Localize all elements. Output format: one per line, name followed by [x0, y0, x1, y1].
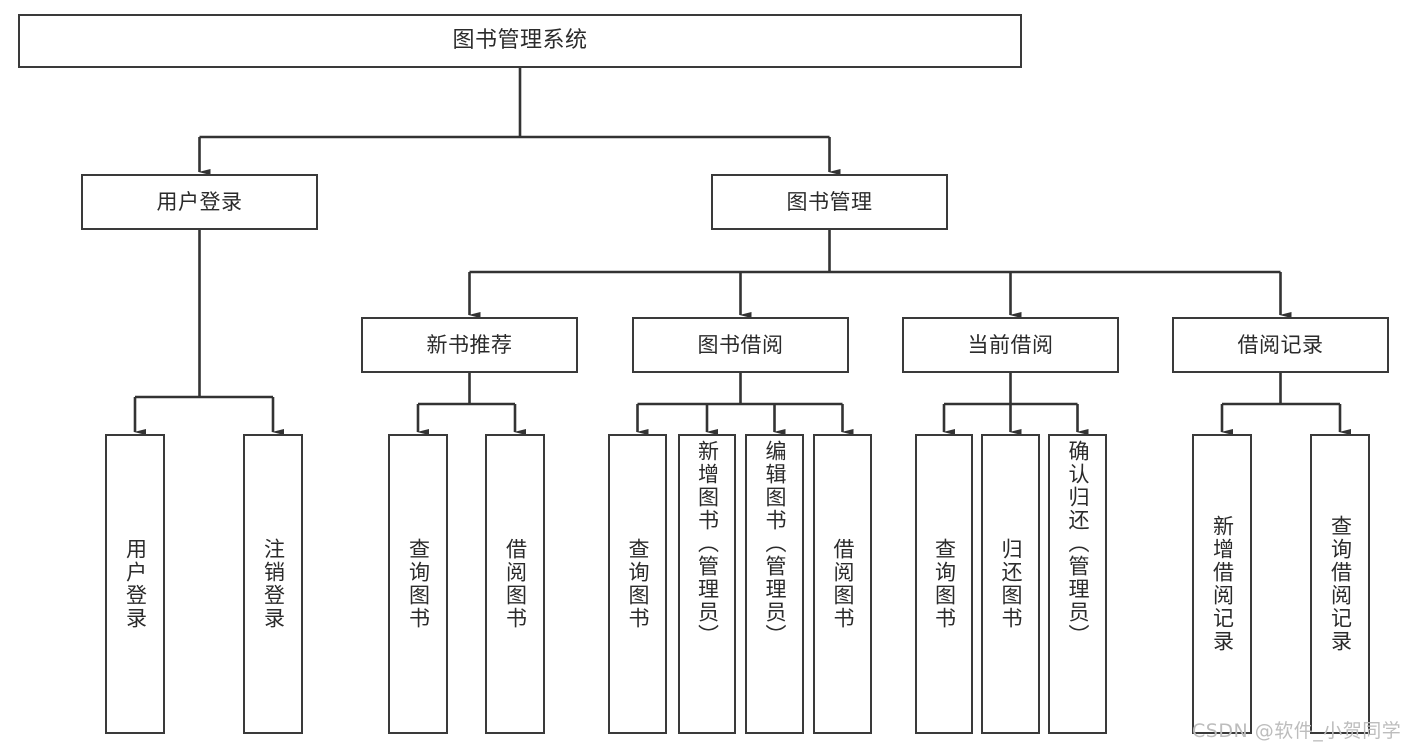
node-leaf-confirm-return[interactable]: 确认归还（管理员）: [1048, 434, 1107, 734]
node-label: 图书借阅: [697, 332, 784, 357]
node-leaf-query-book-1[interactable]: 查询图书: [388, 434, 448, 734]
node-label: 查询图书: [626, 538, 650, 630]
node-label: 注销登录: [261, 538, 286, 630]
node-label: 用户登录: [156, 189, 243, 214]
node-leaf-add-borrow-record[interactable]: 新增借阅记录: [1192, 434, 1252, 734]
node-label: 图书管理: [786, 189, 873, 214]
node-leaf-query-book-2[interactable]: 查询图书: [608, 434, 667, 734]
node-label: 编辑图书（管理员）: [763, 440, 787, 647]
node-user-login[interactable]: 用户登录: [81, 174, 318, 230]
node-leaf-query-borrow-record[interactable]: 查询借阅记录: [1310, 434, 1370, 734]
node-leaf-return-book[interactable]: 归还图书: [981, 434, 1040, 734]
node-borrow-record[interactable]: 借阅记录: [1172, 317, 1389, 373]
node-leaf-user-login[interactable]: 用户登录: [105, 434, 165, 734]
node-leaf-edit-book[interactable]: 编辑图书（管理员）: [745, 434, 804, 734]
node-book-borrow[interactable]: 图书借阅: [632, 317, 849, 373]
node-label: 图书管理系统: [452, 28, 588, 54]
node-leaf-borrow-book-1[interactable]: 借阅图书: [485, 434, 545, 734]
node-label: 新增图书（管理员）: [695, 440, 720, 647]
node-new-book-recommend[interactable]: 新书推荐: [361, 317, 578, 373]
node-label: 借阅图书: [831, 538, 855, 630]
node-label: 新增借阅记录: [1210, 515, 1235, 653]
node-book-manage[interactable]: 图书管理: [711, 174, 948, 230]
node-label: 归还图书: [999, 538, 1023, 630]
node-label: 查询图书: [932, 538, 957, 630]
node-root-system[interactable]: 图书管理系统: [18, 14, 1022, 68]
node-leaf-user-logout[interactable]: 注销登录: [243, 434, 303, 734]
node-label: 查询借阅记录: [1328, 515, 1353, 653]
node-label: 用户登录: [123, 538, 148, 630]
csdn-watermark: CSDN @软件_小贺同学: [1192, 720, 1402, 742]
node-leaf-borrow-book-2[interactable]: 借阅图书: [813, 434, 872, 734]
node-label: 当前借阅: [967, 332, 1054, 357]
node-label: 新书推荐: [426, 332, 513, 357]
node-label: 确认归还（管理员）: [1066, 440, 1090, 647]
node-label: 借阅记录: [1237, 332, 1324, 357]
node-current-borrow[interactable]: 当前借阅: [902, 317, 1119, 373]
node-label: 查询图书: [406, 538, 431, 630]
node-leaf-add-book[interactable]: 新增图书（管理员）: [678, 434, 736, 734]
node-leaf-query-book-3[interactable]: 查询图书: [915, 434, 973, 734]
node-label: 借阅图书: [503, 538, 528, 630]
